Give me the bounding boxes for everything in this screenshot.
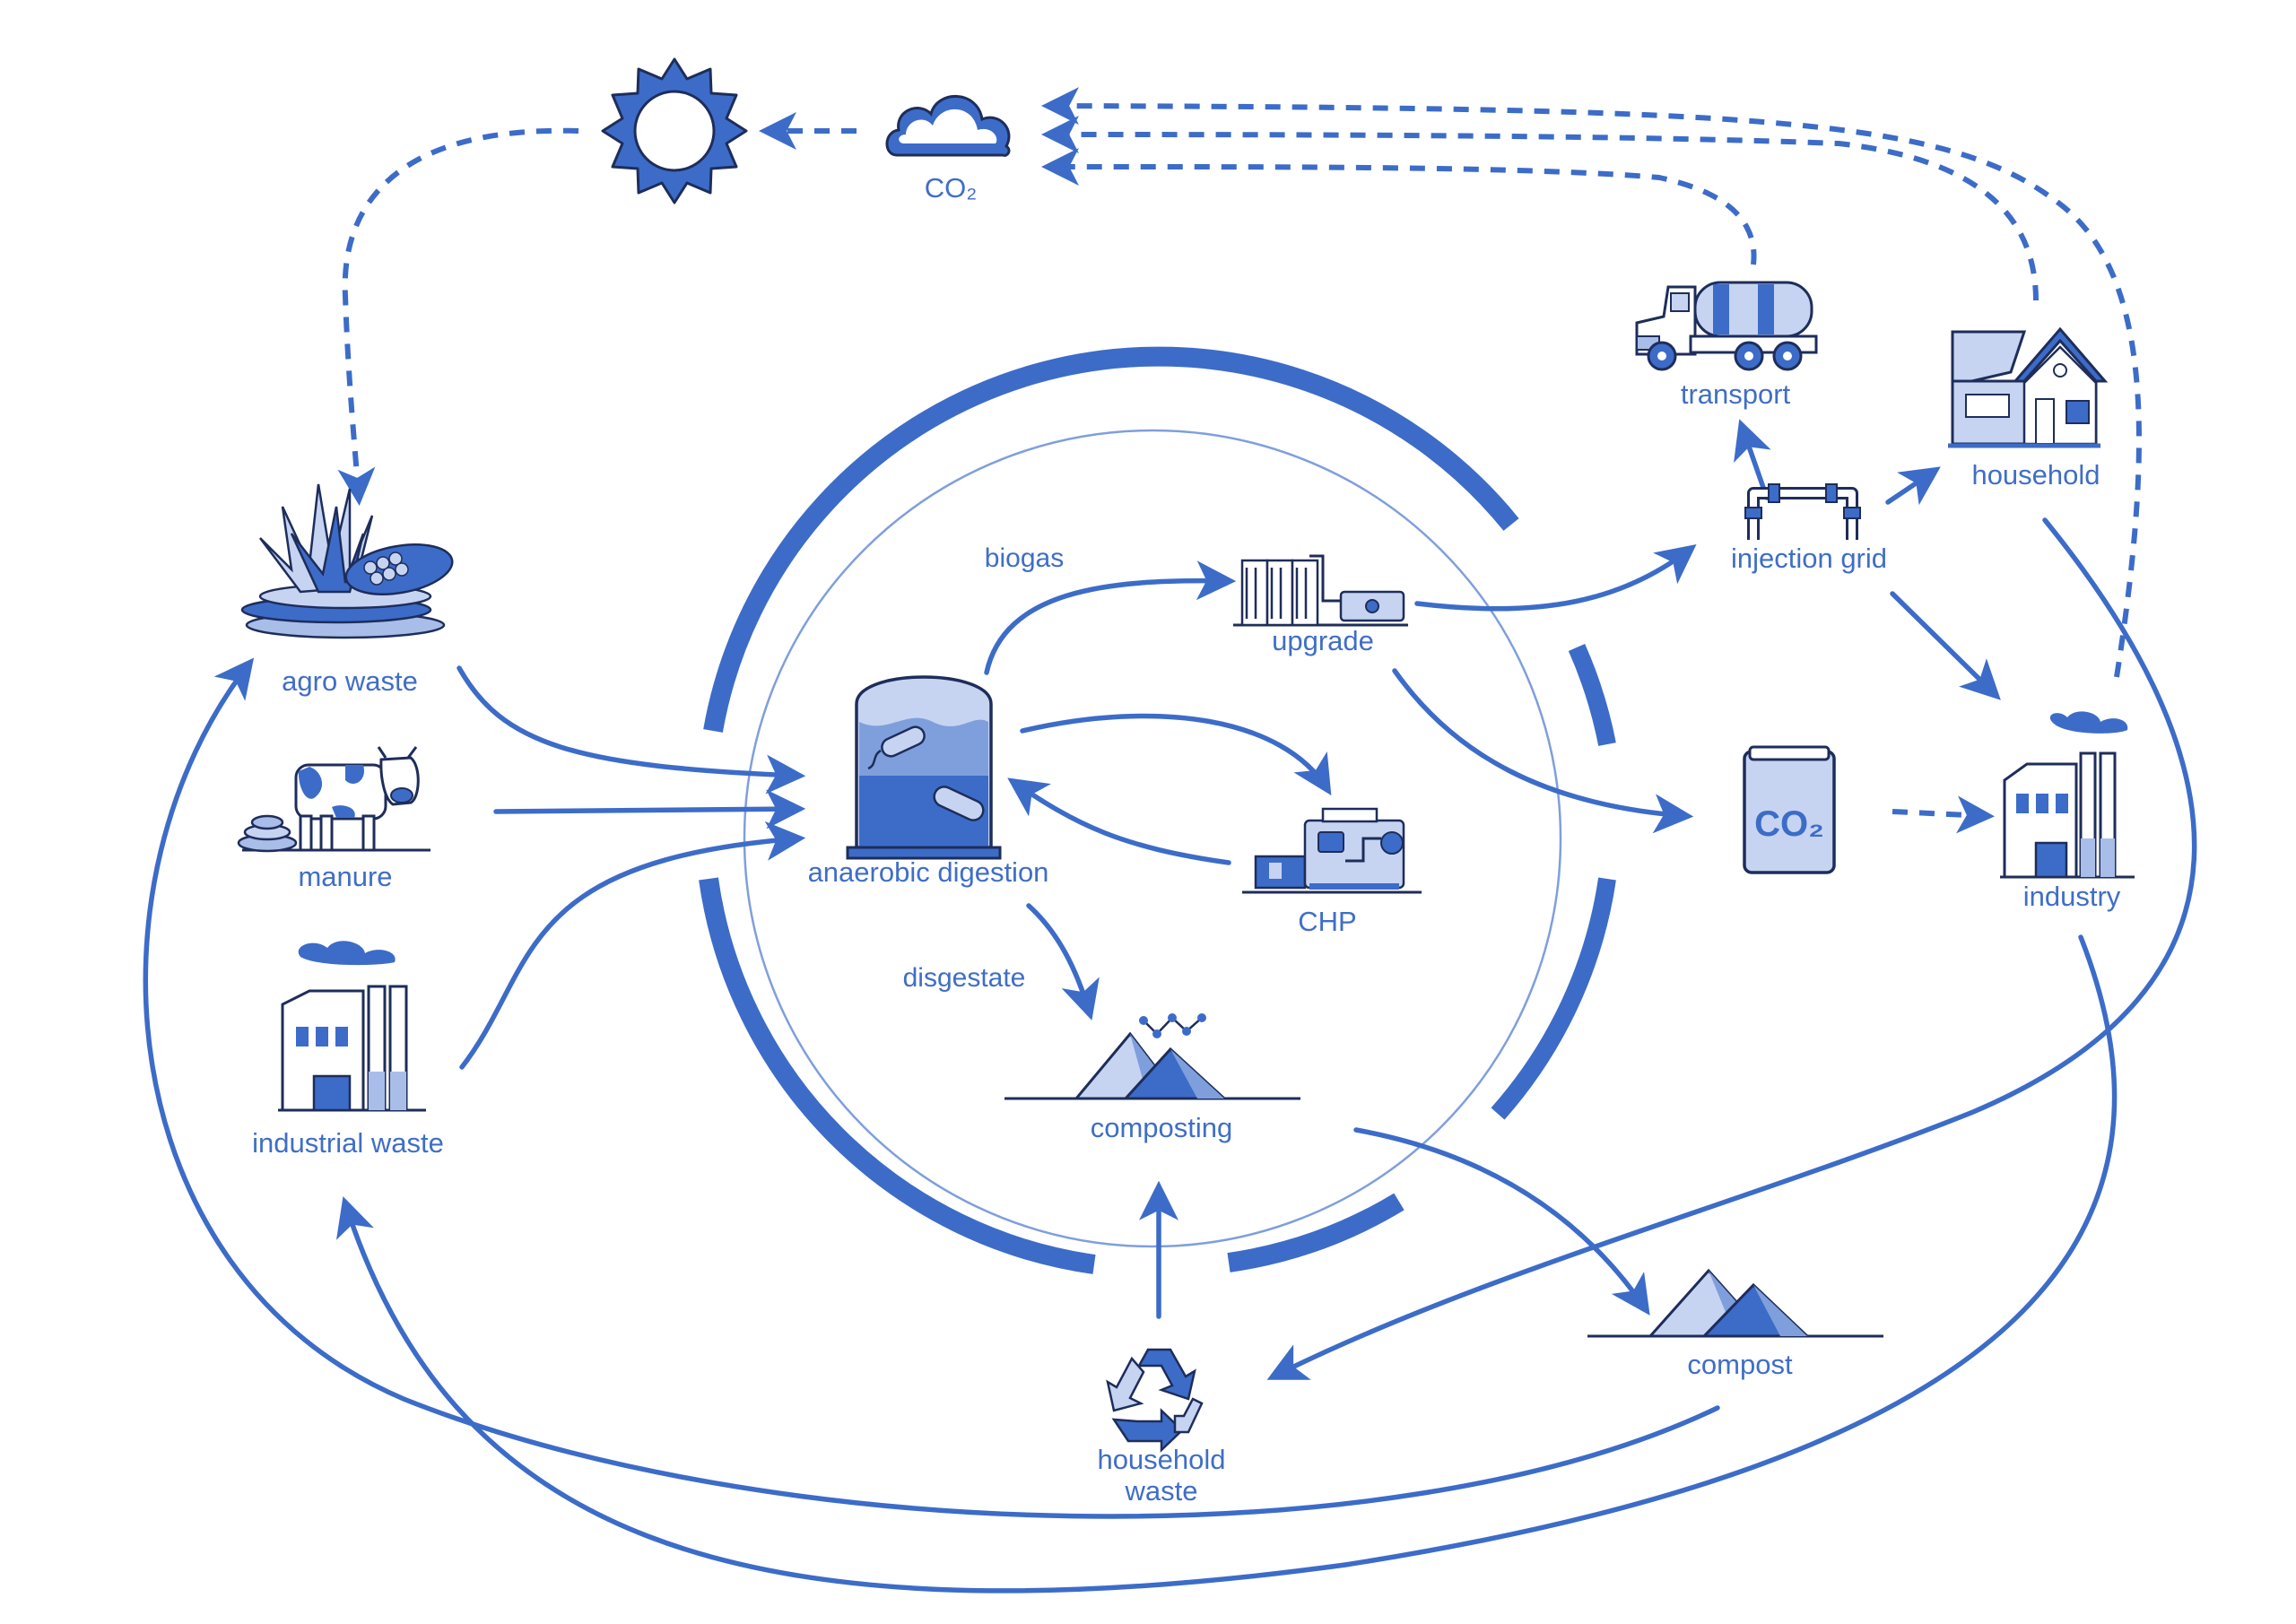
inner-thin-ring [743, 429, 1562, 1248]
industrial-waste-label: industrial waste [252, 1127, 444, 1159]
solid-flows [143, 419, 2197, 1594]
sun-icon [601, 57, 748, 204]
flow-digestion-to-upgrade [984, 560, 1237, 675]
flow-compost-to-agro [143, 657, 1720, 1519]
outer-ring-arc-bottom [1227, 1193, 1405, 1272]
chp-engine-icon [1242, 807, 1422, 894]
flow-manure-to-digestion [493, 789, 806, 829]
transport-label: transport [1681, 378, 1791, 410]
flow-upgrade-to-co2tank [1392, 668, 1694, 834]
digester-icon [846, 675, 1002, 860]
anaerobic-digestion-label: anaerobic digestion [808, 856, 1049, 888]
flow-composting-to-compost [1353, 1127, 1650, 1316]
compost-final-icon [1587, 1268, 1883, 1338]
flow-digestion-to-composting [1026, 903, 1100, 1020]
flow-injection-to-industry [1890, 591, 2001, 700]
upgrade-label: upgrade [1272, 625, 1374, 656]
recycle-icon [1106, 1348, 1204, 1453]
central-ring-group [699, 346, 1616, 1274]
industry-label: industry [2023, 881, 2121, 912]
factory-icon [278, 941, 426, 1112]
household-label: household [1971, 459, 2100, 491]
house-icon [1948, 326, 2109, 448]
composting-label: composting [1091, 1112, 1233, 1143]
dash-household-to-cloud [1041, 116, 2039, 301]
co2-tank-icon [1743, 745, 1836, 874]
flow-injection-to-transport [1734, 419, 1771, 500]
outer-ring-arc-right-lower [1491, 877, 1616, 1120]
flow-industry-to-industrialwaste [336, 934, 2118, 1594]
flow-industrialwaste-to-digestion [459, 821, 806, 1070]
chp-label: CHP [1298, 906, 1356, 937]
flow-injection-to-household [1885, 466, 1941, 506]
crops-icon [240, 483, 454, 639]
disgestate-label: disgestate [903, 963, 1026, 993]
cow-icon [237, 746, 430, 853]
co2-dashed-flows [337, 87, 2142, 834]
flow-agro-to-digestion [457, 665, 806, 795]
agro-waste-label: agro waste [282, 665, 418, 697]
outer-ring-arc-left [699, 877, 1096, 1274]
industry-icon [2000, 711, 2135, 879]
flow-digestion-to-chp [1020, 713, 1332, 795]
dash-co2tank-to-industry [1892, 795, 1995, 834]
tanker-truck-icon [1635, 281, 1818, 371]
flow-upgrade-to-injection [1414, 543, 1697, 612]
manure-label: manure [298, 861, 392, 892]
dash-industry-to-cloud [1041, 87, 2142, 678]
household-waste-label-line2: waste [1125, 1475, 1198, 1507]
cloud-icon [885, 94, 1011, 157]
injection-grid-label: injection grid [1731, 543, 1887, 574]
biogas-label: biogas [985, 543, 1064, 573]
dash-transport-to-cloud [1041, 147, 1757, 265]
co2-cloud-label: CO₂ [925, 172, 978, 204]
outer-ring-arc-top [703, 346, 1519, 733]
compost-heap-icon [1004, 1013, 1300, 1100]
dash-sun-to-agro [337, 127, 579, 506]
co2-tank-label: CO₂ [1754, 804, 1824, 844]
compost-label: compost [1687, 1349, 1793, 1380]
flow-household-to-householdwaste [1266, 517, 2197, 1380]
flow-chp-to-digestion [1007, 777, 1231, 865]
outer-ring-arc-right-upper [1568, 643, 1616, 746]
pipeline-icon [1744, 483, 1861, 540]
upgrade-plant-icon [1233, 554, 1408, 627]
household-waste-label-line1: household [1097, 1444, 1225, 1475]
